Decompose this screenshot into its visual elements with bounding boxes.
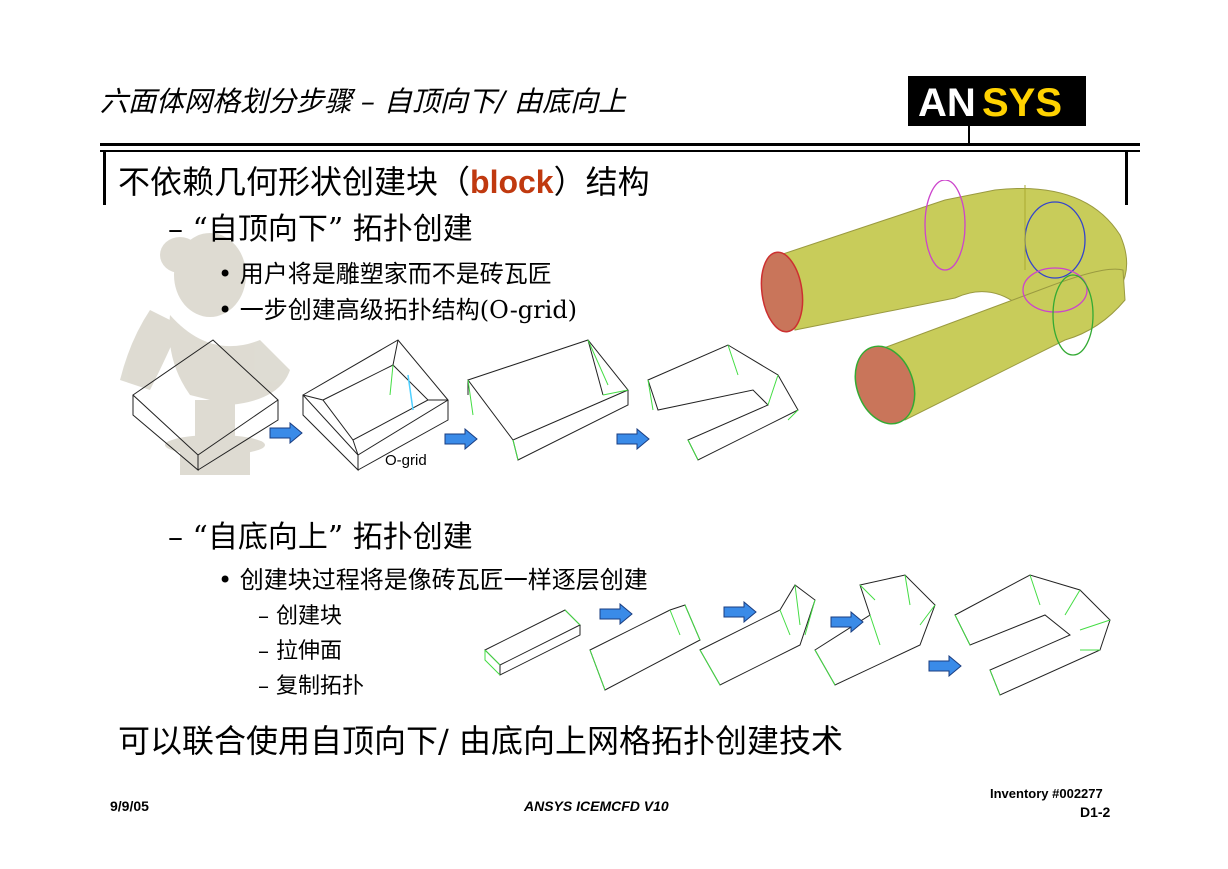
top-down-bullet-2: • 一步创建高级拓扑结构(O-grid) [218, 296, 578, 324]
main-heading: 不依赖几何形状创建块（block）结构 [118, 157, 650, 203]
u-pipe-illustration [760, 180, 1128, 425]
bottom-up-sub-1: – 创建块 [258, 604, 342, 629]
arrow-icon [830, 611, 864, 633]
arrow-icon [269, 422, 303, 444]
sculpture-image [120, 233, 290, 475]
slide-header-title: 六面体网格划分步骤 – 自顶向下/ 由底向上 [100, 85, 627, 118]
arrow-icon [444, 428, 478, 450]
arrow-icon [723, 601, 757, 623]
footer-inventory: Inventory #002277 [990, 786, 1103, 801]
footer-date: 9/9/05 [110, 798, 149, 814]
top-down-bullet-1: • 用户将是雕塑家而不是砖瓦匠 [218, 260, 552, 288]
arrow-icon [599, 603, 633, 625]
footer-product: ANSYS ICEMCFD V10 [524, 798, 669, 814]
bottom-up-block-sequence [484, 574, 1111, 696]
bottom-up-sub-2: – 拉伸面 [258, 639, 342, 664]
bottom-up-title: – “自底向上” 拓扑创建 [168, 520, 473, 555]
header-rule [100, 143, 1140, 146]
ogrid-label: O-grid [385, 452, 427, 469]
frame-right-bar [1125, 150, 1128, 205]
top-down-block-sequence [132, 339, 799, 472]
logo-divider [968, 126, 970, 144]
arrow-icon [616, 428, 650, 450]
header-rule-thin [100, 150, 1140, 152]
svg-text:SYS: SYS [982, 81, 1062, 125]
main-heading-suffix: ）结构 [553, 163, 650, 201]
svg-text:AN: AN [918, 81, 976, 125]
bottom-up-sub-3: – 复制拓扑 [258, 674, 364, 699]
bottom-heading: 可以联合使用自顶向下/ 由底向上网格拓扑创建技术 [118, 722, 843, 760]
main-heading-highlight: block [470, 164, 554, 200]
ansys-logo: AN SYS [908, 76, 1086, 126]
frame-left-bar [103, 150, 106, 205]
main-heading-prefix: 不依赖几何形状创建块（ [118, 163, 471, 201]
footer-page-number: D1-2 [1080, 804, 1111, 820]
arrow-icon [928, 655, 962, 677]
top-down-title: – “自顶向下” 拓扑创建 [168, 212, 473, 247]
bottom-up-bullet: • 创建块过程将是像砖瓦匠一样逐层创建 [218, 566, 648, 594]
